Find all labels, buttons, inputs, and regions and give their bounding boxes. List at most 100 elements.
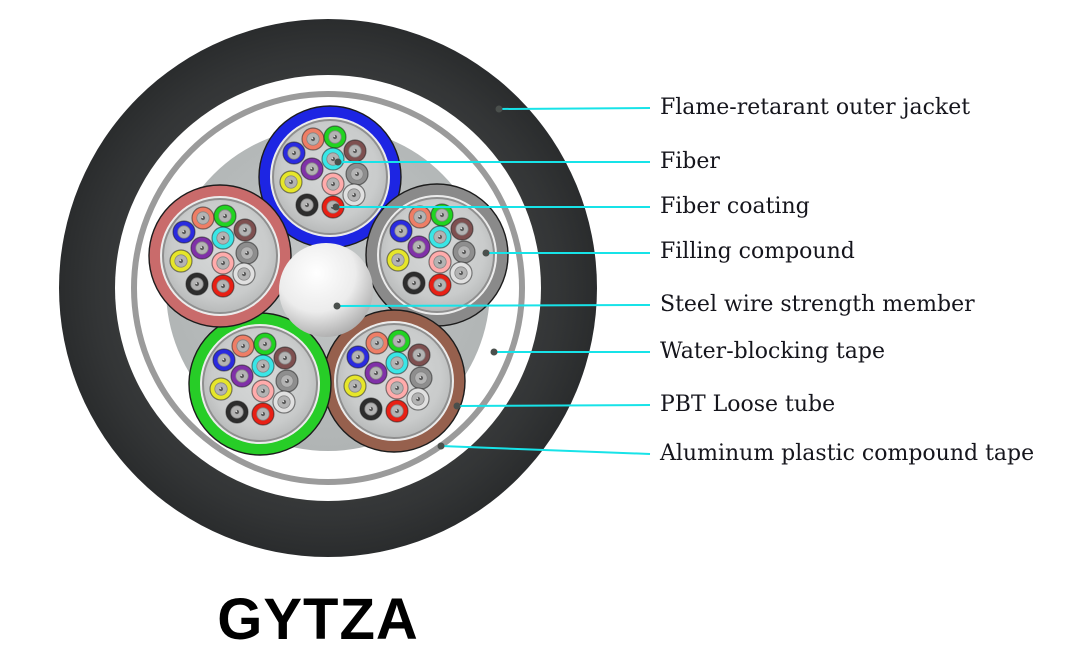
fiber-highlight: [460, 227, 463, 230]
fiber-core: [260, 388, 266, 394]
fiber-rose: [251, 379, 275, 403]
loose-tube-brown: [322, 309, 466, 453]
fiber-highlight: [195, 282, 198, 285]
fiber-core: [309, 166, 315, 172]
label-pbt-loose-tube: PBT Loose tube: [660, 392, 836, 417]
fiber-core: [415, 396, 421, 402]
loose-tube-red: [148, 184, 292, 328]
fiber-core: [260, 411, 266, 417]
fiber-core: [220, 235, 226, 241]
fiber-core: [368, 406, 374, 412]
fiber-red: [428, 273, 452, 297]
fiber-highlight: [221, 236, 224, 239]
fiber-core: [242, 227, 248, 233]
leader-dot: [490, 348, 498, 356]
fiber-rose: [385, 376, 409, 400]
fiber-highlight: [353, 149, 356, 152]
fiber-highlight: [399, 229, 402, 232]
fiber-core: [394, 385, 400, 391]
fiber-core: [352, 148, 358, 154]
fiber-rose: [321, 172, 345, 196]
fiber-core: [416, 244, 422, 250]
fiber-blue: [212, 348, 236, 372]
fiber-core: [394, 360, 400, 366]
fiber-highlight: [331, 157, 334, 160]
fiber-highlight: [438, 235, 441, 238]
fiber-highlight: [223, 214, 226, 217]
fiber-highlight: [200, 246, 203, 249]
fiber-highlight: [243, 228, 246, 231]
fiber-highlight: [396, 258, 399, 261]
fiber-core: [459, 226, 465, 232]
fiber-violet: [230, 364, 254, 388]
fiber-core: [396, 338, 402, 344]
fiber-highlight: [395, 409, 398, 412]
fiber-core: [199, 245, 205, 251]
fiber-green: [430, 203, 454, 227]
fiber-yellow: [279, 170, 303, 194]
steel-wire-strength-member: [279, 243, 373, 337]
fiber-blue: [282, 141, 306, 165]
fiber-rose: [211, 251, 235, 275]
fiber-core: [374, 340, 380, 346]
fiber-highlight: [283, 356, 286, 359]
leader-dot: [482, 249, 490, 257]
fiber-yellow: [386, 248, 410, 272]
fiber-highlight: [261, 412, 264, 415]
fiber-highlight: [417, 245, 420, 248]
loose-tube-green: [188, 312, 332, 456]
fiber-core: [437, 234, 443, 240]
fiber-highlight: [331, 182, 334, 185]
fiber-aqua: [428, 225, 452, 249]
fiber-highlight: [235, 410, 238, 413]
fiber-highlight: [221, 261, 224, 264]
fiber-slate: [275, 369, 299, 393]
label-fiber-coating: Fiber coating: [660, 194, 810, 219]
fiber-core: [262, 341, 268, 347]
fiber-orange: [365, 331, 389, 355]
leader-line-outer-jacket: [498, 107, 651, 110]
fiber-highlight: [333, 135, 336, 138]
fiber-rose: [428, 250, 452, 274]
fiber-highlight: [459, 271, 462, 274]
fiber-highlight: [355, 172, 358, 175]
leader-dots: [332, 105, 503, 450]
fiber-highlight: [311, 137, 314, 140]
fiber-core: [354, 171, 360, 177]
fiber-core: [282, 355, 288, 361]
fiber-core: [220, 260, 226, 266]
fiber-highlight: [221, 284, 224, 287]
fiber-white: [272, 390, 296, 414]
fiber-highlight: [219, 387, 222, 390]
fiber-black: [359, 397, 383, 421]
fiber-highlight: [305, 203, 308, 206]
fiber-aqua: [321, 147, 345, 171]
fiber-slate: [345, 162, 369, 186]
fiber-violet: [364, 361, 388, 385]
fiber-core: [178, 258, 184, 264]
fiber-highlight: [240, 374, 243, 377]
leader-lines: [336, 107, 651, 455]
fiber-white: [406, 387, 430, 411]
fiber-core: [194, 281, 200, 287]
fiber-core: [260, 363, 266, 369]
fiber-core: [200, 215, 206, 221]
label-fiber: Fiber: [660, 149, 720, 174]
leader-line-aluminum-tape: [440, 445, 651, 455]
fiber-highlight: [292, 151, 295, 154]
fiber-highlight: [263, 342, 266, 345]
fiber-core: [281, 399, 287, 405]
fiber-core: [437, 259, 443, 265]
leader-dot: [453, 402, 461, 410]
leader-dot: [334, 158, 342, 166]
fiber-core: [284, 378, 290, 384]
fiber-core: [310, 136, 316, 142]
fiber-green: [387, 329, 411, 353]
fiber-green: [253, 332, 277, 356]
label-aluminum-plastic-compound-tape: Aluminum plastic compound tape: [660, 441, 1035, 466]
fiber-brown: [343, 139, 367, 163]
fiber-core: [417, 214, 423, 220]
fiber-highlight: [419, 376, 422, 379]
fiber-aqua: [251, 354, 275, 378]
label-filling-compound: Filling compound: [660, 239, 855, 264]
